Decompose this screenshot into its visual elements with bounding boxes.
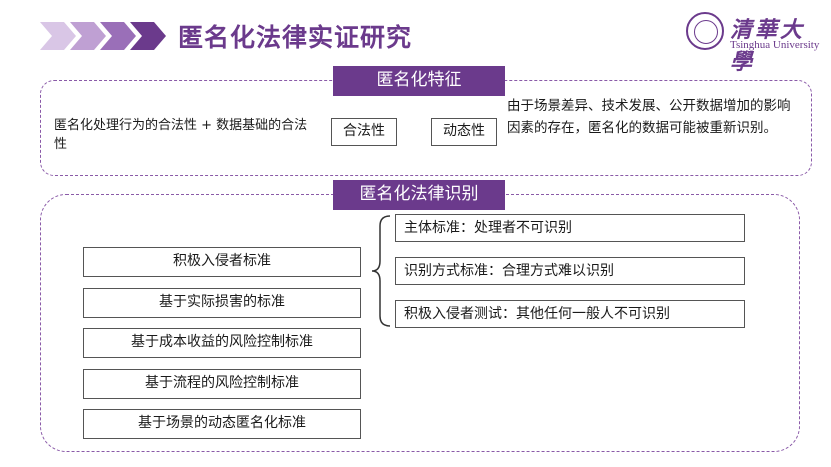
left-standard-5: 基于场景的动态匿名化标准 (83, 409, 361, 439)
features-left-text: 匿名化处理行为的合法性 + 数据基础的合法性 (54, 118, 308, 152)
title-chevron-decoration (40, 22, 166, 50)
features-section-label: 匿名化特征 (333, 66, 505, 96)
logo-english-text: Tsinghua University (730, 39, 820, 51)
page-title: 匿名化法律实证研究 (178, 23, 413, 52)
tag-dynamic: 动态性 (431, 118, 497, 146)
grouping-brace (371, 215, 391, 327)
left-standard-2: 基于实际损害的标准 (83, 288, 361, 318)
university-logo: 清華大學 Tsinghua University (686, 12, 826, 75)
right-standard-2: 识别方式标准：合理方式难以识别 (395, 257, 745, 285)
logo-chinese-text: 清華大學 (730, 17, 806, 75)
university-seal-icon (686, 12, 724, 50)
tag-legality: 合法性 (331, 118, 397, 146)
features-right-text: 由于场景差异、技术发展、公开数据增加的影响因素的存在，匿名化的数据可能被重新识别… (507, 98, 791, 136)
left-standard-3: 基于成本收益的风险控制标准 (83, 328, 361, 358)
right-standard-1: 主体标准：处理者不可识别 (395, 214, 745, 242)
right-standard-3: 积极入侵者测试：其他任何一般人不可识别 (395, 300, 745, 328)
left-standard-4: 基于流程的风险控制标准 (83, 369, 361, 399)
identification-section-label: 匿名化法律识别 (333, 180, 505, 210)
left-standard-1: 积极入侵者标准 (83, 247, 361, 277)
